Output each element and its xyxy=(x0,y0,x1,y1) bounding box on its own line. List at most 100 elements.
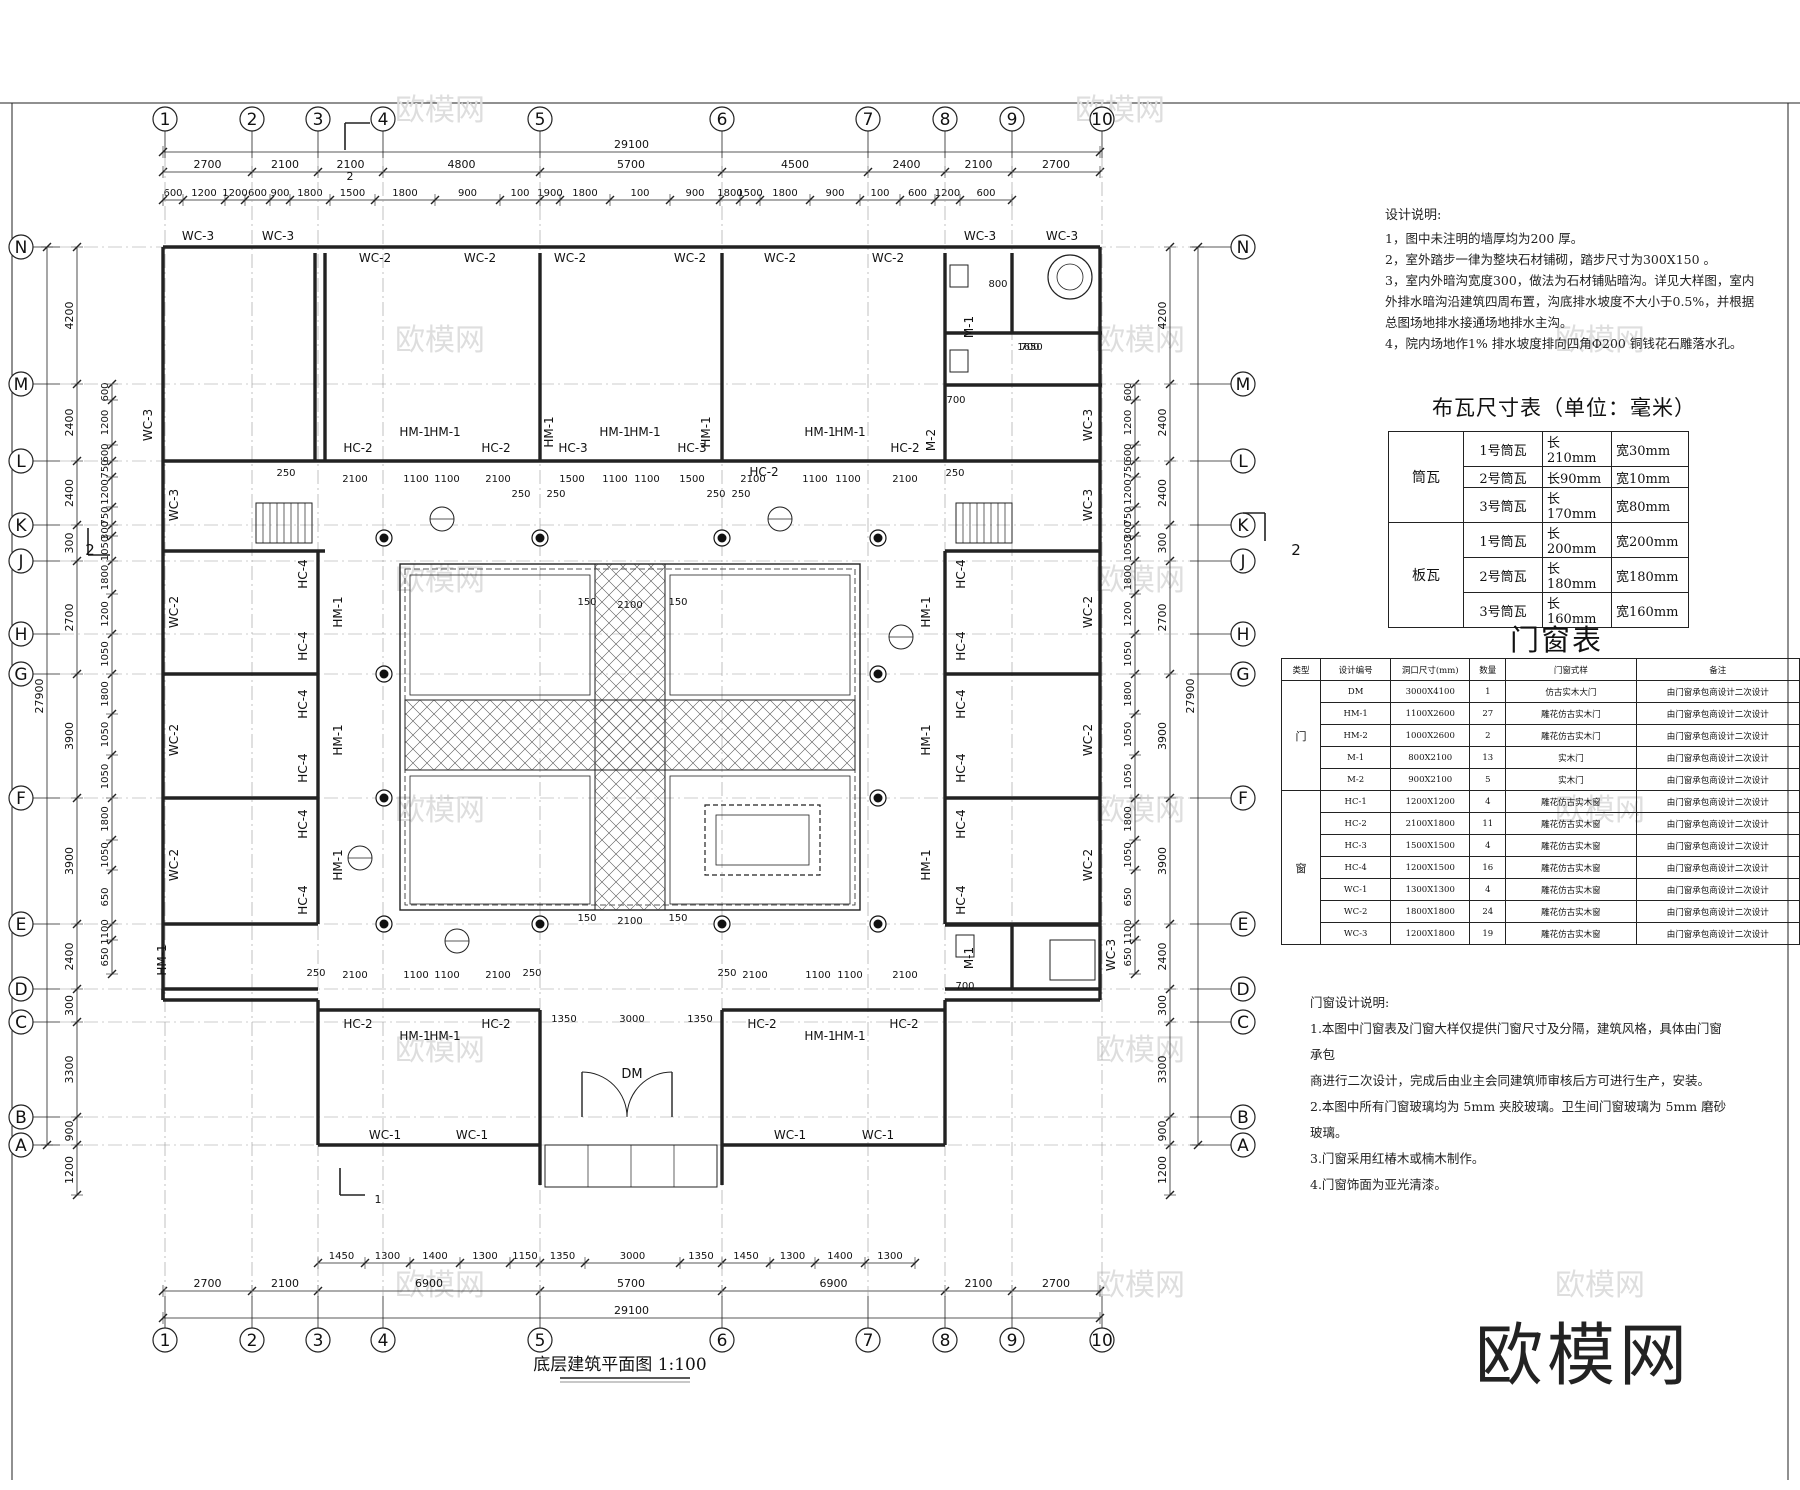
axis-label-D: D xyxy=(1236,980,1249,1000)
window-door-label: HC-2 xyxy=(889,1017,918,1031)
axis-label-M: M xyxy=(14,375,29,395)
window-door-label: HM-1 xyxy=(331,724,345,755)
garden-bed xyxy=(409,574,591,696)
window-door-label: HC-4 xyxy=(954,559,968,588)
table-cell: HC-3 xyxy=(1320,834,1392,857)
axis-label-10: 10 xyxy=(1091,110,1113,130)
table-cell: 1000X2600 xyxy=(1390,724,1471,747)
window-door-label: HM-1 xyxy=(399,425,430,439)
dim-label: 600 xyxy=(1123,382,1134,401)
dim-label: 2400 xyxy=(63,409,76,437)
tile-cell: 宽160mm xyxy=(1611,592,1689,628)
tile-cell: 宽180mm xyxy=(1611,557,1689,593)
table-cell: M-2 xyxy=(1320,768,1392,791)
axis-label-H: H xyxy=(1237,625,1250,645)
window-door-label: HC-2 xyxy=(890,441,919,455)
axis-label-F: F xyxy=(16,789,26,809)
window-door-label: HC-2 xyxy=(343,441,372,455)
interior-dim-label: 250 xyxy=(731,489,750,500)
dim-label: 750 xyxy=(1123,459,1134,478)
dim-label: 4800 xyxy=(448,158,476,171)
tile-cell: 2号筒瓦 xyxy=(1463,466,1543,488)
pond-inner xyxy=(715,814,810,866)
dim-label: 2700 xyxy=(1156,604,1169,632)
dim-label: 1800 xyxy=(392,188,417,199)
watermark-text: 欧模网 xyxy=(395,1268,485,1303)
bathtub-icon xyxy=(1049,939,1096,981)
watermark-text: 欧模网 xyxy=(1095,1268,1185,1303)
window-door-label: HM-1 xyxy=(399,1029,430,1043)
pond-outline xyxy=(704,804,821,876)
axis-label-K: K xyxy=(1237,516,1249,536)
dim-label: 1050 xyxy=(1123,536,1134,561)
axis-label-3: 3 xyxy=(313,1331,324,1351)
dim-label: 5700 xyxy=(617,1277,645,1290)
table-cell: 实木门 xyxy=(1505,746,1637,769)
column-header: 类型 xyxy=(1280,658,1322,681)
window-door-label: HC-2 xyxy=(747,1017,776,1031)
dim-label: 4200 xyxy=(1156,302,1169,330)
window-door-label: WC-2 xyxy=(167,596,181,628)
dim-label: 2100 xyxy=(271,1277,299,1290)
axis-label-K: K xyxy=(15,516,27,536)
window-door-label: WC-3 xyxy=(141,409,155,441)
column xyxy=(379,533,389,543)
dim-label: 1800 xyxy=(100,565,111,590)
interior-dim-label: 250 xyxy=(945,468,964,479)
bathtub-icon xyxy=(1047,254,1093,300)
axis-label-N: N xyxy=(15,238,28,258)
column-header: 门窗式样 xyxy=(1505,658,1637,681)
table-cell: 2100X1800 xyxy=(1390,812,1471,835)
column xyxy=(379,669,389,679)
table-cell: 由门窗承包商设计二次设计 xyxy=(1635,834,1800,857)
tile-size-table: 筒瓦 1号筒瓦 长210mm 宽30mm 2号筒瓦 长90mm 宽10mm 3号… xyxy=(1388,431,1689,628)
column xyxy=(535,919,545,929)
window-door-label: HC-3 xyxy=(558,441,587,455)
dim-label: 5700 xyxy=(617,158,645,171)
dim-label: 900 xyxy=(685,188,704,199)
dim-label: 1300 xyxy=(780,1251,805,1262)
window-door-label: M-1 xyxy=(962,947,976,969)
table-cell: 11 xyxy=(1469,812,1507,835)
tile-table-title: 布瓦尺寸表（单位：毫米） xyxy=(1432,396,1696,420)
dim-label: 1500 xyxy=(737,188,762,199)
dim-label: 3900 xyxy=(1156,722,1169,750)
table-cell: 由门窗承包商设计二次设计 xyxy=(1635,768,1800,791)
column xyxy=(873,793,883,803)
dim-label: 2400 xyxy=(1156,409,1169,437)
dim-label: 650 xyxy=(100,947,111,966)
axis-label-E: E xyxy=(16,915,27,935)
dim-label: 1350 xyxy=(550,1251,575,1262)
interior-dim-label: 1100 xyxy=(434,970,459,981)
window-door-label: HM-1 xyxy=(804,425,835,439)
tile-cell: 宽30mm xyxy=(1611,431,1689,467)
window-door-label: HM-1 xyxy=(699,416,713,447)
dim-label: 900 xyxy=(1156,1121,1169,1142)
interior-dim-label: 700 xyxy=(946,395,965,406)
dim-label: 1050 xyxy=(100,722,111,747)
dim-label: 300 xyxy=(63,995,76,1016)
dim-label: 600 xyxy=(163,188,182,199)
dim-label: 1100 xyxy=(100,919,111,944)
dim-label: 2400 xyxy=(893,158,921,171)
garden-bed xyxy=(669,574,851,696)
table-cell: DM xyxy=(1320,680,1392,703)
watermark-text: 欧模网 xyxy=(395,1033,485,1068)
axis-label-1: 1 xyxy=(160,110,171,130)
table-cell: WC-3 xyxy=(1320,922,1392,945)
dim-label: 1200 xyxy=(935,188,960,199)
window-door-label: WC-1 xyxy=(456,1128,488,1142)
dim-label: 3300 xyxy=(1156,1056,1169,1084)
axis-label-10: 10 xyxy=(1091,1331,1113,1351)
interior-dim-label: 1500 xyxy=(559,474,584,485)
dim-label: 1300 xyxy=(472,1251,497,1262)
dim-label: 27900 xyxy=(33,679,46,714)
axis-label-A: A xyxy=(1237,1136,1249,1156)
window-door-label: HM-1 xyxy=(429,1029,460,1043)
interior-dim-label: 1350 xyxy=(687,1014,712,1025)
window-door-label: WC-2 xyxy=(764,251,796,265)
